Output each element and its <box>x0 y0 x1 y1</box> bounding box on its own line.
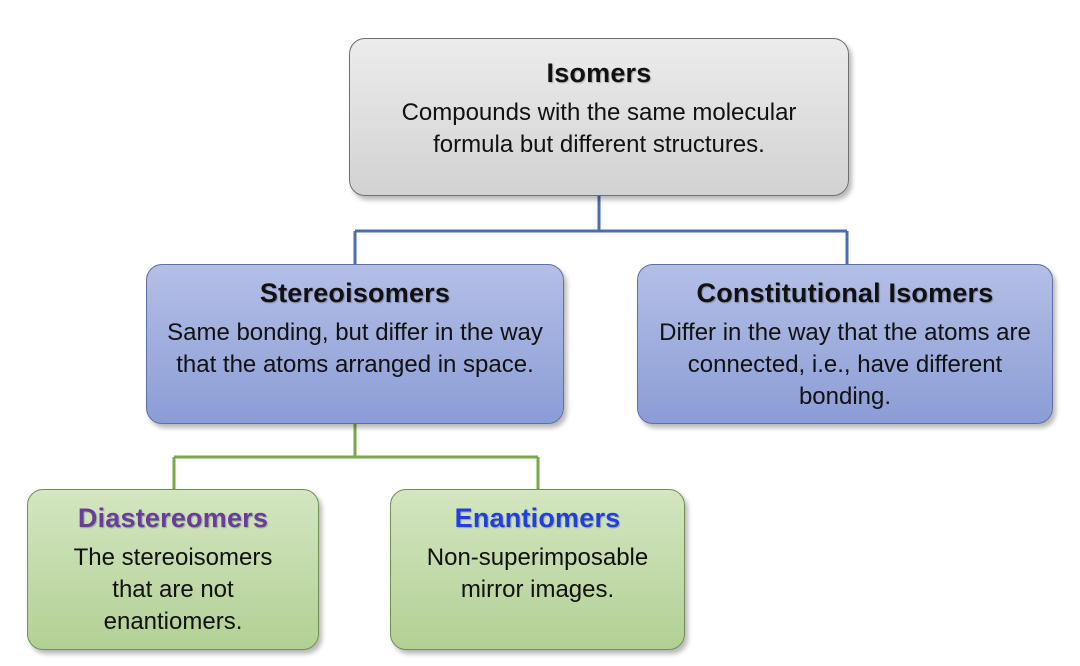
isomers-node: Isomers Compounds with the same molecula… <box>349 38 849 196</box>
enantiomers-node: Enantiomers Non-superimposable mirror im… <box>390 489 685 650</box>
connector-isomers-to-children <box>353 196 849 264</box>
constitutional-isomers-node: Constitutional Isomers Differ in the way… <box>637 264 1053 424</box>
diastereomers-node: Diastereomers The stereoisomers that are… <box>27 489 319 650</box>
enantiomers-description: Non-superimposable mirror images. <box>426 544 649 603</box>
connector-stereoisomers-to-children <box>172 424 540 489</box>
isomers-title: Isomers <box>546 58 652 88</box>
stereoisomers-title: Stereoisomers <box>259 278 451 308</box>
stereoisomers-description: Same bonding, but differ in the way that… <box>167 319 543 378</box>
diastereomers-description: The stereoisomers that are not enantiome… <box>73 544 273 635</box>
constitutional-isomers-title: Constitutional Isomers <box>696 278 994 308</box>
stereoisomers-node: Stereoisomers Same bonding, but differ i… <box>146 264 564 424</box>
diastereomers-title: Diastereomers <box>77 503 269 533</box>
enantiomers-title: Enantiomers <box>454 503 621 533</box>
isomers-description: Compounds with the same molecular formul… <box>401 99 797 158</box>
constitutional-isomers-description: Differ in the way that the atoms are con… <box>659 319 1031 410</box>
